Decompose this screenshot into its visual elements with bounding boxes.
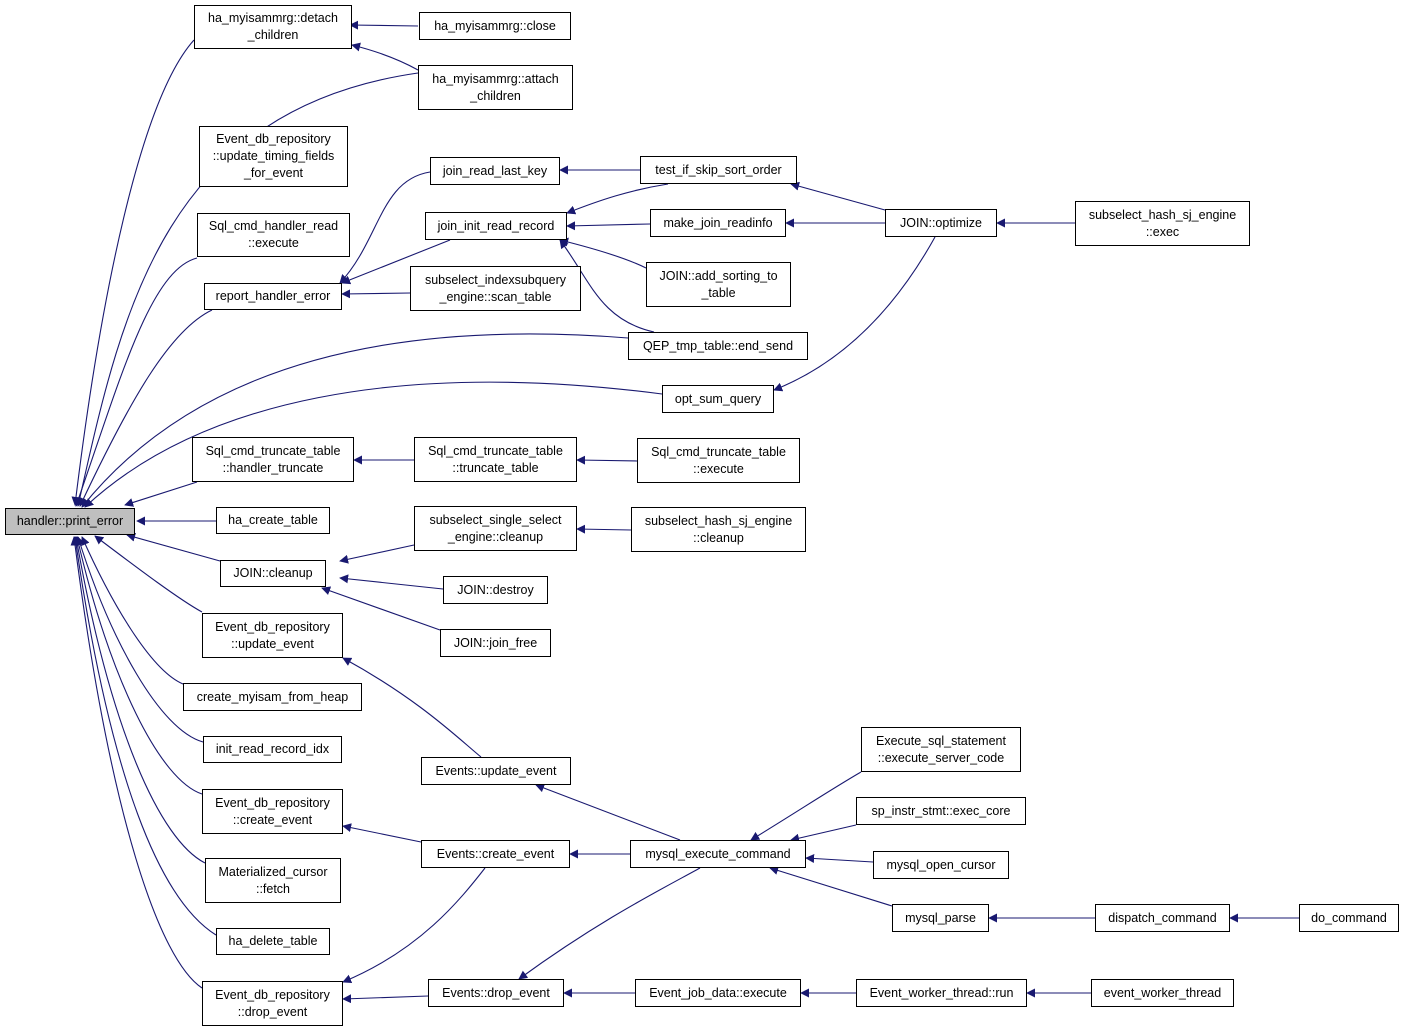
- node-ha-delete-table[interactable]: ha_delete_table: [216, 928, 330, 955]
- call-edge: [342, 994, 429, 1004]
- node-make-join-readinfo[interactable]: make_join_readinfo: [650, 209, 786, 237]
- call-edge: [773, 236, 936, 392]
- node-repo-create-event[interactable]: Event_db_repository ::create_event: [202, 789, 343, 834]
- node-add-sorting-to-table[interactable]: JOIN::add_sorting_to _table: [646, 262, 791, 307]
- call-edge: [341, 289, 411, 299]
- node-events-create-event[interactable]: Events::create_event: [421, 840, 570, 868]
- node-sp-instr-exec-core[interactable]: sp_instr_stmt::exec_core: [856, 797, 1026, 825]
- node-print-error[interactable]: handler::print_error: [5, 508, 135, 535]
- call-edge: [81, 333, 629, 508]
- node-indexsubquery-scan-table[interactable]: subselect_indexsubquery _engine::scan_ta…: [410, 266, 581, 311]
- node-execute-server-code[interactable]: Execute_sql_statement ::execute_server_c…: [861, 727, 1021, 772]
- node-join-cleanup[interactable]: JOIN::cleanup: [220, 560, 326, 587]
- node-handler-truncate[interactable]: Sql_cmd_truncate_table ::handler_truncat…: [192, 437, 354, 482]
- node-init-read-record-idx[interactable]: init_read_record_idx: [203, 736, 342, 763]
- node-hash-sj-cleanup[interactable]: subselect_hash_sj_engine ::cleanup: [631, 507, 806, 552]
- node-opt-sum-query[interactable]: opt_sum_query: [662, 385, 774, 413]
- call-edge: [339, 171, 431, 284]
- node-job-data-execute[interactable]: Event_job_data::execute: [635, 979, 801, 1007]
- call-edge: [126, 532, 221, 562]
- call-edge: [74, 257, 198, 507]
- call-edge: [790, 181, 886, 211]
- node-join-free[interactable]: JOIN::join_free: [440, 629, 551, 657]
- node-join-destroy[interactable]: JOIN::destroy: [443, 576, 548, 604]
- node-join-read-last-key[interactable]: join_read_last_key: [430, 157, 560, 185]
- call-edge: [94, 535, 203, 613]
- call-edge: [71, 39, 195, 506]
- node-test-if-skip-sort-order[interactable]: test_if_skip_sort_order: [640, 156, 797, 184]
- node-handler-read-execute[interactable]: Sql_cmd_handler_read ::execute: [197, 213, 350, 257]
- call-edge: [76, 536, 204, 743]
- call-edge: [805, 853, 874, 863]
- call-edge: [342, 823, 422, 843]
- node-mysql-execute-command[interactable]: mysql_execute_command: [630, 840, 806, 868]
- call-edge: [321, 586, 441, 631]
- call-edge: [84, 381, 663, 508]
- call-edge: [124, 481, 198, 507]
- node-detach-children[interactable]: ha_myisammrg::detach _children: [194, 5, 352, 49]
- node-report-handler-error[interactable]: report_handler_error: [204, 283, 342, 310]
- call-edge: [790, 824, 857, 843]
- node-ha-create-table[interactable]: ha_create_table: [216, 507, 330, 534]
- call-edge: [75, 72, 419, 507]
- call-edge: [769, 866, 893, 907]
- node-mysql-open-cursor[interactable]: mysql_open_cursor: [873, 851, 1009, 879]
- call-edge: [72, 536, 206, 864]
- node-events-update-event[interactable]: Events::update_event: [421, 757, 571, 785]
- call-edge: [341, 239, 451, 285]
- call-edge: [342, 657, 482, 758]
- call-edge: [559, 239, 655, 333]
- node-hash-sj-exec[interactable]: subselect_hash_sj_engine ::exec: [1075, 201, 1250, 246]
- node-materialized-cursor-fetch[interactable]: Materialized_cursor ::fetch: [205, 858, 341, 903]
- call-edge: [518, 867, 701, 980]
- call-edge: [70, 536, 203, 989]
- call-edge: [71, 536, 217, 936]
- call-edge: [79, 309, 213, 507]
- node-do-command[interactable]: do_command: [1299, 904, 1399, 932]
- call-edge: [81, 536, 184, 685]
- node-join-optimize[interactable]: JOIN::optimize: [885, 209, 997, 237]
- node-dispatch-command[interactable]: dispatch_command: [1095, 904, 1230, 932]
- node-mysql-parse[interactable]: mysql_parse: [892, 904, 989, 932]
- call-edge: [566, 183, 669, 215]
- node-worker-thread-run[interactable]: Event_worker_thread::run: [856, 979, 1027, 1007]
- call-edge: [576, 524, 632, 534]
- node-repo-update-event[interactable]: Event_db_repository ::update_event: [202, 613, 343, 658]
- node-repo-drop-event[interactable]: Event_db_repository ::drop_event: [202, 981, 343, 1026]
- node-event-worker-thread[interactable]: event_worker_thread: [1091, 979, 1234, 1007]
- node-update-timing-fields[interactable]: Event_db_repository ::update_timing_fiel…: [199, 126, 348, 187]
- node-join-init-read-record[interactable]: join_init_read_record: [425, 212, 567, 240]
- call-edge: [339, 574, 444, 590]
- call-edge: [566, 221, 651, 231]
- node-attach-children[interactable]: ha_myisammrg::attach _children: [418, 65, 573, 110]
- node-single-select-cleanup[interactable]: subselect_single_select _engine::cleanup: [414, 506, 577, 551]
- call-edge: [559, 237, 647, 269]
- call-edge: [74, 536, 203, 795]
- call-edge: [349, 20, 419, 30]
- node-truncate-table[interactable]: Sql_cmd_truncate_table ::truncate_table: [414, 437, 577, 482]
- node-mrg-close[interactable]: ha_myisammrg::close: [419, 12, 571, 40]
- call-edge: [750, 771, 862, 841]
- node-truncate-execute[interactable]: Sql_cmd_truncate_table ::execute: [637, 438, 800, 483]
- call-edge: [535, 783, 681, 841]
- node-events-drop-event[interactable]: Events::drop_event: [428, 979, 564, 1007]
- call-edge: [342, 867, 486, 984]
- call-edge: [576, 455, 638, 465]
- call-edge: [351, 42, 419, 71]
- node-create-myisam-from-heap[interactable]: create_myisam_from_heap: [183, 683, 362, 711]
- call-edge: [339, 544, 415, 564]
- node-qep-tmp-table-end-send[interactable]: QEP_tmp_table::end_send: [628, 332, 808, 360]
